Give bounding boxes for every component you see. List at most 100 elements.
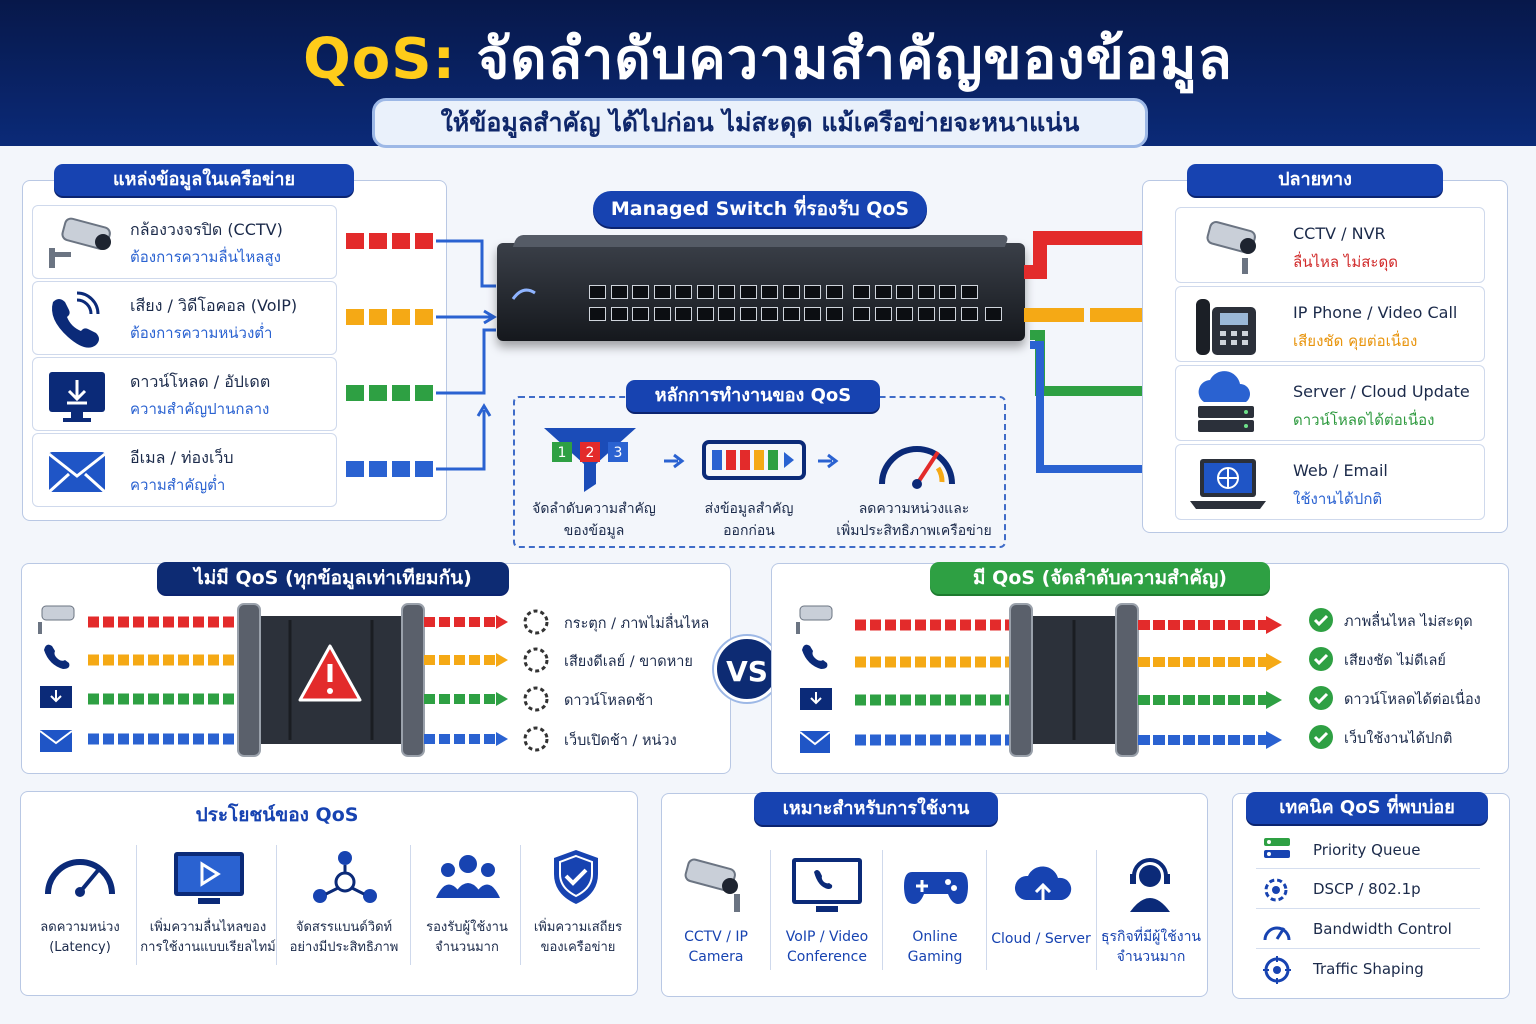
switch-port: [675, 307, 692, 321]
benefit-label: รองรับผู้ใช้งานจำนวนมาก: [414, 918, 520, 958]
benefit-line2: การใช้งานแบบเรียลไทม์: [140, 940, 276, 955]
principle-title: หลักการทำงานของ QoS: [626, 380, 880, 412]
small-cctv-icon: [38, 605, 75, 634]
benefit-line1: เพิ่มความเสถียร: [533, 920, 623, 935]
without-qos-title: ไม่มี QoS (ทุกข้อมูลเท่าเทียมกัน): [157, 562, 509, 594]
usage-line1: Online: [912, 929, 958, 945]
ordered-packets-icon: [702, 440, 806, 480]
priority-number: 3: [614, 445, 623, 461]
source-desc: ต้องการความลื่นไหลสูง: [130, 248, 281, 266]
benefit-line1: รองรับผู้ใช้งาน: [426, 920, 508, 935]
switch-port: [675, 285, 692, 299]
source-name: ดาวน์โหลด / อัปเดต: [130, 372, 271, 391]
benefit-line1: เพิ่มความลื่นไหลของ: [149, 920, 267, 935]
switch-port: [939, 285, 956, 299]
switch-port: [939, 307, 956, 321]
shield-check-icon: [554, 850, 598, 904]
switch-port: [718, 285, 735, 299]
technique-label: DSCP / 802.1p: [1313, 880, 1421, 898]
phone-call-icon: [52, 291, 100, 348]
benefit-line2: จำนวนมาก: [435, 940, 499, 955]
benefit-line1: ลดความหน่วง: [40, 920, 120, 935]
benefit-line2: (Latency): [49, 940, 111, 955]
technique-label: Bandwidth Control: [1313, 920, 1452, 938]
priority-number: 2: [586, 445, 595, 461]
small-email-icon: [799, 731, 831, 753]
source-bars-red: [346, 233, 433, 249]
source-name: อีเมล / ท่องเว็บ: [130, 448, 234, 467]
switch-port: [739, 307, 757, 321]
usage-line2: จำนวนมาก: [1116, 949, 1186, 965]
step-line2: ของข้อมูล: [563, 523, 625, 539]
divider: [520, 845, 521, 965]
techniques-panel: [1232, 793, 1510, 999]
queue-icon: [1264, 838, 1290, 858]
destination-name: Web / Email: [1293, 461, 1388, 480]
network-nodes-icon: [313, 851, 377, 903]
cloud-upload-icon: [1014, 866, 1072, 906]
vs-badge: VS: [714, 636, 780, 702]
destination-desc: ดาวน์โหลดได้ต่อเนื่อง: [1293, 411, 1435, 429]
principle-step: จัดลำดับความสำคัญของข้อมูล: [524, 498, 664, 542]
principle-step: ลดความหน่วงและเพิ่มประสิทธิภาพเครือข่าย: [826, 498, 1002, 542]
target-icon: [1263, 956, 1291, 984]
source-card-email: อีเมล / ท่องเว็บ ความสำคัญต่ำ: [32, 433, 337, 507]
title-qos: QoS:: [303, 27, 456, 92]
benefit-label: เพิ่มความเสถียรของเครือข่าย: [524, 918, 632, 958]
usage-line1: Cloud / Server: [991, 931, 1091, 947]
destination-card-cctv: CCTV / NVR ลื่นไหล ไม่สะดุด: [1175, 207, 1485, 283]
ip-phone-icon: [1196, 299, 1256, 355]
without-qos-result: ดาวน์โหลดช้า: [564, 693, 654, 709]
switch-port: [853, 307, 870, 321]
loading-icons: [523, 609, 549, 752]
usage-line2: Camera: [688, 949, 744, 965]
usage-line2: Conference: [786, 949, 867, 965]
cloud-server-icon: [1198, 371, 1254, 432]
destination-desc: เสียงชัด คุยต่อเนื่อง: [1293, 332, 1418, 350]
arrow-right-icon: [818, 453, 839, 469]
benefit-label: เพิ่มความลื่นไหลของการใช้งานแบบเรียลไทม์: [140, 918, 276, 958]
switch-title: Managed Switch ที่รองรับ QoS: [593, 191, 927, 227]
switch-port: [610, 285, 628, 299]
usage-title: เหมาะสำหรับการใช้งาน: [754, 792, 998, 825]
switch-port: [917, 285, 935, 299]
step-line1: จัดลำดับความสำคัญ: [532, 501, 656, 517]
divider: [1256, 908, 1480, 909]
technique-label: Traffic Shaping: [1313, 960, 1424, 978]
step-line2: ออกก่อน: [723, 523, 775, 539]
switch-port: [589, 285, 606, 299]
switch-port: [825, 307, 843, 321]
switch-port: [853, 285, 870, 299]
switch-port: [874, 307, 892, 321]
source-desc: ต้องการความหน่วงต่ำ: [130, 324, 273, 342]
switch-port: [896, 307, 913, 321]
source-name: กล้องวงจรปิด (CCTV): [130, 220, 283, 239]
usage-line1: ธุรกิจที่มีผู้ใช้งาน: [1100, 929, 1201, 945]
switch-port: [653, 285, 671, 299]
cctv-camera-icon: [684, 858, 740, 912]
play-monitor-icon: [174, 852, 244, 904]
source-card-cctv: กล้องวงจรปิด (CCTV) ต้องการความลื่นไหลสู…: [32, 205, 337, 279]
arrow-right-icon: [664, 453, 685, 469]
source-card-voip: เสียง / วิดีโอคอล (VoIP) ต้องการความหน่ว…: [32, 281, 337, 355]
switch-port: [761, 307, 778, 321]
with-qos-result: ดาวน์โหลดได้ต่อเนื่อง: [1344, 692, 1481, 708]
switch-port: [696, 307, 714, 321]
page-title: QoS: จัดลำดับความสำคัญของข้อมูล: [0, 14, 1536, 103]
switch-port: [804, 307, 821, 321]
switch-port: [610, 307, 628, 321]
divider: [770, 850, 771, 970]
destinations-title: ปลายทาง: [1187, 164, 1443, 196]
switch-port: [825, 285, 843, 299]
speedometer-icon: [879, 446, 955, 489]
with-qos-result: ภาพลื่นไหล ไม่สะดุด: [1344, 614, 1473, 630]
email-icon: [47, 452, 107, 494]
principle-step: ส่งข้อมูลสำคัญออกก่อน: [684, 498, 814, 542]
without-qos-result: กระตุก / ภาพไม่ลื่นไหล: [564, 616, 710, 632]
usage-line1: CCTV / IP: [684, 929, 748, 945]
usage-label: CCTV / IP Camera: [666, 927, 766, 967]
